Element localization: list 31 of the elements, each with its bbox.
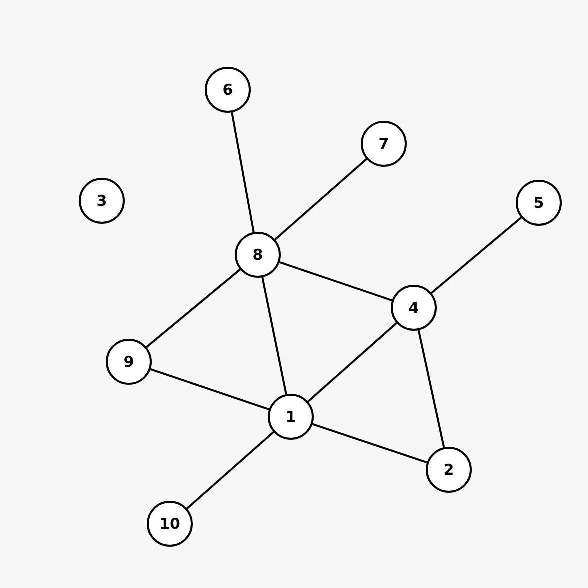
connector-line	[312, 423, 428, 464]
connector-line	[279, 261, 393, 302]
node-circle	[516, 180, 562, 226]
node-label: 2	[444, 461, 454, 479]
connector-line	[274, 158, 368, 241]
node-label: 6	[222, 81, 234, 99]
node-label: 1	[286, 408, 296, 426]
node-circle	[361, 121, 407, 167]
node-circle	[205, 67, 251, 113]
node-label: 4	[408, 299, 420, 317]
connector-line	[430, 217, 522, 294]
node-circle	[106, 339, 152, 385]
connector-line	[418, 330, 446, 448]
connector-line	[146, 268, 241, 348]
node-label: 8	[252, 246, 264, 264]
node-label: 7	[378, 135, 390, 153]
node-label: 10	[160, 515, 180, 533]
node-circle	[391, 285, 437, 331]
connector-line	[308, 322, 398, 402]
node-label: 3	[96, 192, 108, 210]
node-label: 5	[534, 194, 544, 212]
node-circle	[235, 232, 281, 278]
connector-line	[231, 112, 255, 233]
node-circle	[268, 394, 314, 440]
node-circle	[426, 447, 472, 493]
connector-line	[262, 277, 288, 395]
node-circle	[79, 178, 125, 224]
node-circle	[147, 501, 193, 547]
node-label: 9	[124, 353, 134, 371]
connector-line	[150, 368, 270, 411]
connector-line	[186, 431, 274, 510]
